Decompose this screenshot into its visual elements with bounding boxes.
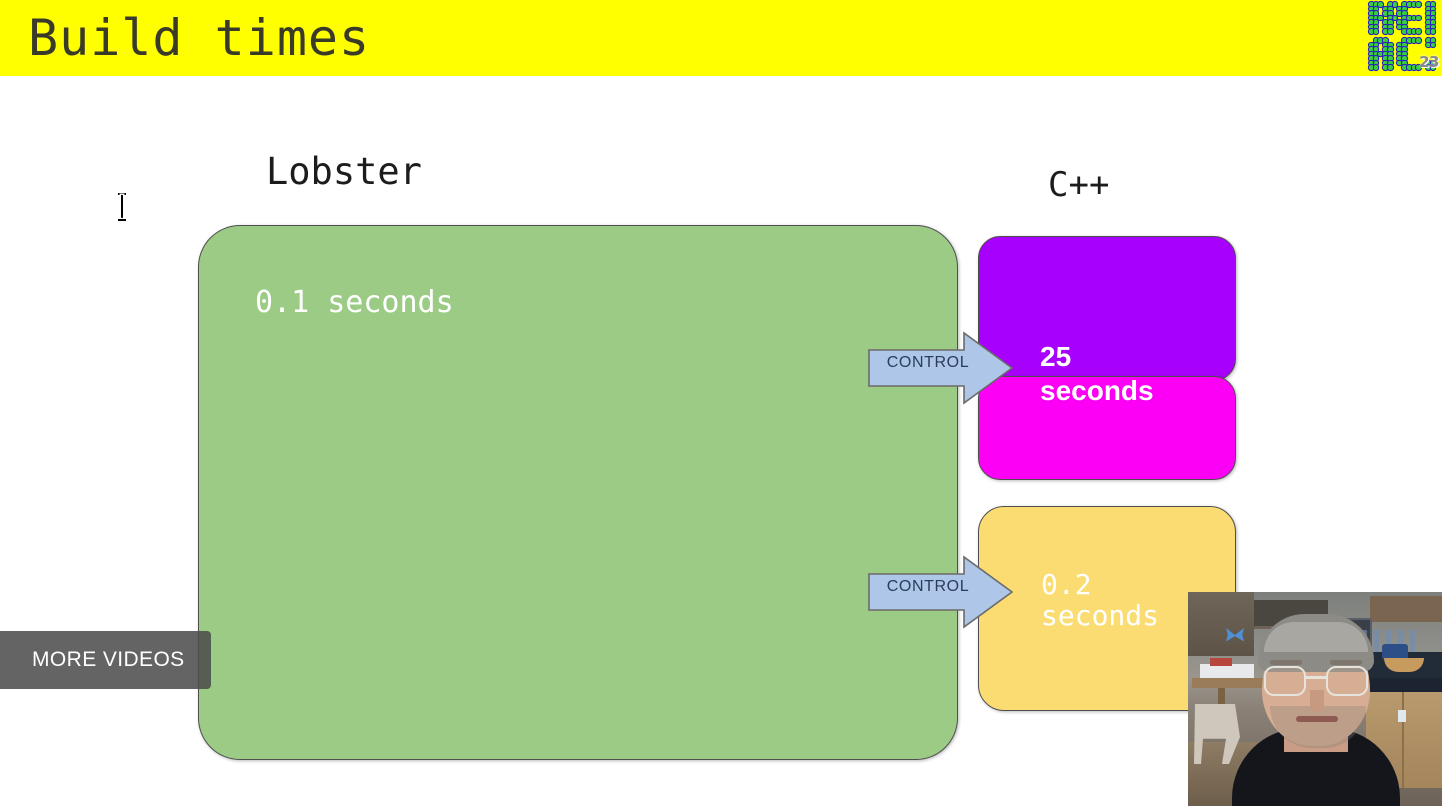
cpp-duration-value: 25 (1040, 341, 1072, 372)
webcam-bowl (1384, 658, 1424, 672)
webcam-papers (1200, 664, 1254, 678)
yellow-duration-unit: seconds (1041, 599, 1160, 633)
webcam-presenter-nose (1310, 690, 1324, 712)
webcam-presenter-eyebrow-left (1270, 660, 1302, 665)
cpp-purple-box (978, 236, 1236, 381)
logo-year-label: 23 (1419, 53, 1439, 71)
page-title: Build times (28, 9, 371, 67)
text-cursor (118, 193, 126, 221)
column-label-cpp: C++ (1048, 165, 1110, 205)
glasses-bridge (1306, 676, 1326, 679)
webcam-table (1192, 678, 1280, 688)
presenter-webcam-pip[interactable] (1188, 592, 1442, 806)
glasses-lens-left (1264, 666, 1306, 696)
yellow-duration-value: 0.2 (1041, 568, 1092, 601)
control-arrow-bottom: CONTROL (868, 555, 1013, 629)
webcam-presenter-eyebrow-right (1330, 660, 1362, 665)
more-videos-button[interactable]: MORE VIDEOS (0, 631, 211, 689)
webcam-counter-object (1382, 644, 1408, 660)
column-label-lobster: Lobster (266, 150, 422, 193)
text-cursor-bottom-cap (118, 219, 126, 221)
webcam-upper-cabinet (1370, 596, 1442, 622)
cpp-magenta-box (978, 376, 1236, 480)
text-cursor-stem (121, 195, 123, 219)
webcam-cupboard-seam (1402, 692, 1404, 788)
arrow-right-icon (868, 555, 1013, 629)
webcam-presenter-glasses (1264, 666, 1368, 696)
glasses-lens-right (1326, 666, 1368, 696)
text-cursor-top-cap (118, 193, 126, 195)
webcam-cabinet (1188, 592, 1254, 656)
webcam-red-object (1210, 658, 1232, 666)
webcam-presenter-hair-highlight (1264, 622, 1368, 652)
lobster-box: 0.1 seconds (198, 225, 958, 760)
arrow-right-icon (868, 331, 1013, 405)
webcam-light-switch (1398, 710, 1406, 722)
webcam-presenter-mouth (1296, 716, 1338, 722)
control-arrow-bottom-label: CONTROL (886, 578, 970, 595)
reac-conference-logo: 23 (1364, 2, 1440, 74)
cpp-duration-unit: seconds (1040, 374, 1154, 406)
control-arrow-top-label: CONTROL (886, 354, 970, 371)
control-arrow-top: CONTROL (868, 331, 1013, 405)
lobster-box-text: 0.1 seconds (255, 285, 454, 320)
slide-header-bar: Build times 23 (0, 0, 1442, 76)
logo-pixel-grid (1364, 2, 1440, 74)
